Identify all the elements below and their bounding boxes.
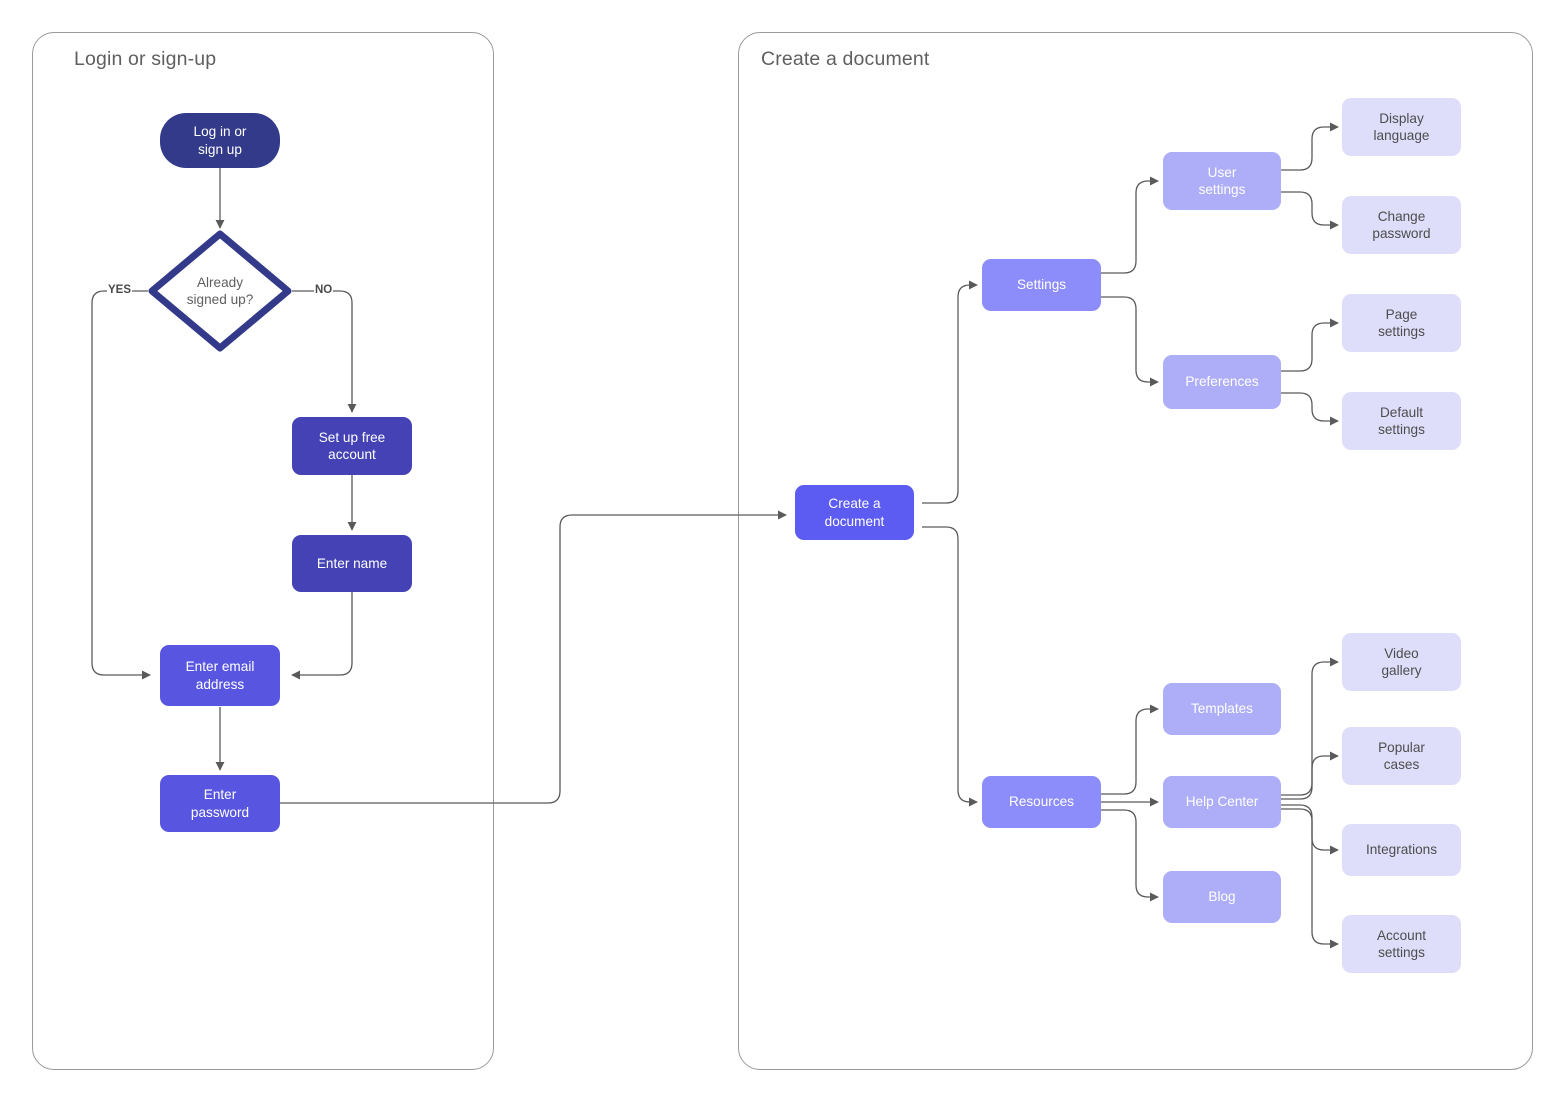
node-display-language[interactable]: Display language bbox=[1342, 98, 1461, 156]
node-video-gallery[interactable]: Video gallery bbox=[1342, 633, 1461, 691]
node-integrations[interactable]: Integrations bbox=[1342, 824, 1461, 876]
node-already-signed-up-label: Already signed up? bbox=[186, 274, 254, 307]
node-blog[interactable]: Blog bbox=[1163, 871, 1281, 923]
edge-label-yes: YES bbox=[107, 284, 133, 296]
group-login-signup bbox=[32, 32, 494, 1070]
node-set-up-free-account[interactable]: Set up free account bbox=[292, 417, 412, 475]
node-preferences[interactable]: Preferences bbox=[1163, 355, 1281, 409]
node-change-password[interactable]: Change password bbox=[1342, 196, 1461, 254]
node-user-settings[interactable]: User settings bbox=[1163, 152, 1281, 210]
node-default-settings[interactable]: Default settings bbox=[1342, 392, 1461, 450]
node-create-a-document[interactable]: Create a document bbox=[795, 485, 914, 540]
group-create-document-title: Create a document bbox=[761, 48, 930, 70]
group-login-signup-title: Login or sign-up bbox=[74, 48, 217, 70]
node-settings[interactable]: Settings bbox=[982, 259, 1101, 311]
node-account-settings[interactable]: Account settings bbox=[1342, 915, 1461, 973]
node-help-center[interactable]: Help Center bbox=[1163, 776, 1281, 828]
node-page-settings[interactable]: Page settings bbox=[1342, 294, 1461, 352]
node-already-signed-up[interactable]: Already signed up? bbox=[147, 229, 293, 353]
node-enter-name[interactable]: Enter name bbox=[292, 535, 412, 592]
node-enter-email-address[interactable]: Enter email address bbox=[160, 645, 280, 706]
node-popular-cases[interactable]: Popular cases bbox=[1342, 727, 1461, 785]
edge-label-no: NO bbox=[314, 284, 334, 296]
node-templates[interactable]: Templates bbox=[1163, 683, 1281, 735]
decision-diamond-shape bbox=[148, 230, 292, 352]
node-enter-password[interactable]: Enter password bbox=[160, 775, 280, 832]
node-log-in-or-sign-up[interactable]: Log in or sign up bbox=[160, 113, 280, 168]
node-resources[interactable]: Resources bbox=[982, 776, 1101, 828]
